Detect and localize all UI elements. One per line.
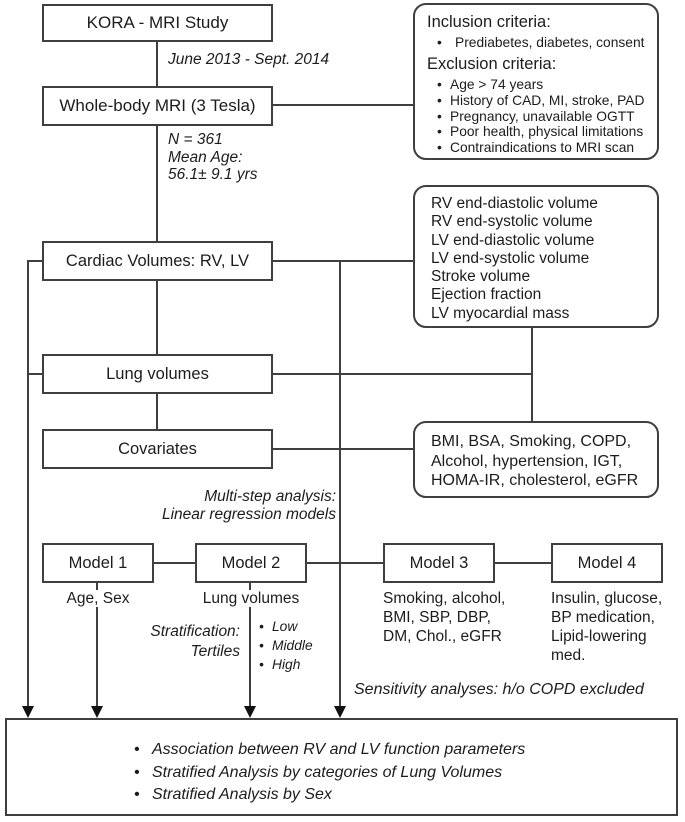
- cardiac-parameters-box: RV end-diastolic volume RV end-systolic …: [413, 185, 659, 328]
- center-trunk-line: [339, 260, 341, 707]
- model-2-variables-text: Lung volumes: [199, 590, 303, 607]
- model-4-variables-line: Insulin, glucose,: [551, 590, 663, 607]
- stratification-note: Stratification: Tertiles: [130, 622, 240, 662]
- tertile-item: Low: [257, 617, 313, 636]
- model-4-variables: Insulin, glucose, BP medication, Lipid-l…: [551, 589, 685, 665]
- exclusion-item: Pregnancy, unavailable OGTT: [435, 109, 649, 125]
- model-2-box: Model 2: [195, 543, 307, 583]
- covariates-list-box: BMI, BSA, Smoking, COPD, Alcohol, hypert…: [413, 421, 659, 498]
- outcome-item: Stratified Analysis by Sex: [130, 784, 676, 807]
- exclusion-item: Poor health, physical limitations: [435, 124, 649, 140]
- outcome-item: Association between RV and LV function p…: [130, 739, 676, 762]
- connector-model2-model3: [307, 562, 384, 564]
- lung-volumes-label: Lung volumes: [106, 364, 209, 383]
- cardiac-parameter: LV myocardial mass: [431, 304, 570, 322]
- model1-down-line: [96, 582, 98, 707]
- model-4-label: Model 4: [577, 553, 637, 572]
- arrow-down-icon: [244, 706, 256, 718]
- model-2-label: Model 2: [221, 553, 281, 572]
- connector-cardiac-to-lung: [156, 280, 158, 355]
- inclusion-item: Prediabetes, diabetes, consent: [435, 35, 649, 51]
- model-3-box: Model 3: [383, 543, 495, 583]
- connector-lung-to-right: [272, 373, 533, 375]
- inclusion-header: Inclusion criteria:: [427, 13, 551, 31]
- model-1-label: Model 1: [68, 553, 128, 572]
- cardiac-parameter: RV end-diastolic volume: [431, 195, 598, 212]
- connector-params-to-covariates-list: [531, 327, 533, 422]
- tertiles-list: Low Middle High: [257, 617, 313, 674]
- exclusion-item: Contraindications to MRI scan: [435, 140, 649, 156]
- cardiac-parameter: Ejection fraction: [431, 286, 542, 304]
- model-2-variables: Lung volumes: [195, 589, 307, 608]
- cardiac-parameter: RV end-systolic volume: [431, 213, 593, 231]
- model-3-variables: Smoking, alcohol, BMI, SBP, DBP, DM, Cho…: [383, 589, 505, 646]
- covariates-list-line: HOMA-IR, cholesterol, eGFR: [431, 472, 639, 489]
- model-1-variables-text: Age, Sex: [63, 590, 133, 607]
- analysis-note-line: Multi-step analysis:: [204, 488, 336, 505]
- outcome-item: Stratified Analysis by categories of Lun…: [130, 762, 676, 785]
- covariates-box: Covariates: [42, 429, 273, 469]
- model-3-variables-line: BMI, SBP, DBP,: [383, 609, 491, 626]
- model-3-variables-line: DM, Chol., eGFR: [383, 628, 502, 645]
- connector-lung-to-covariates: [156, 393, 158, 430]
- exclusion-item: Age > 74 years: [435, 77, 649, 93]
- sample-size-line: N = 361: [168, 131, 223, 148]
- kora-study-box: KORA - MRI Study: [42, 4, 273, 42]
- sensitivity-note: Sensitivity analyses: h/o COPD excluded: [354, 681, 644, 698]
- criteria-box: Inclusion criteria: Prediabetes, diabete…: [413, 3, 659, 160]
- tertile-item: High: [257, 655, 313, 674]
- outcome-box: Association between RV and LV function p…: [5, 718, 678, 816]
- sample-size-line: Mean Age:: [168, 148, 243, 166]
- stratification-line: Tertiles: [190, 643, 240, 660]
- cardiac-parameter: Stroke volume: [431, 268, 531, 286]
- model-1-variables: Age, Sex: [42, 589, 154, 608]
- connector-model1-model2: [154, 562, 196, 564]
- model-4-box: Model 4: [551, 543, 663, 583]
- left-trunk-line: [27, 260, 29, 707]
- tertile-item: Middle: [257, 636, 313, 655]
- connector-kora-to-mri: [156, 41, 158, 87]
- arrow-down-icon: [22, 706, 34, 718]
- cardiac-volumes-box: Cardiac Volumes: RV, LV: [42, 241, 273, 281]
- whole-body-mri-label: Whole-body MRI (3 Tesla): [59, 96, 256, 115]
- sample-size-line: 56.1± 9.1 yrs: [168, 166, 258, 183]
- covariates-list-line: BMI, BSA, Smoking, COPD,: [431, 433, 632, 450]
- cardiac-parameter: LV end-diastolic volume: [431, 231, 595, 249]
- covariates-label: Covariates: [118, 439, 197, 458]
- stub-trunk-to-cardiac: [27, 260, 43, 262]
- exclusion-item: History of CAD, MI, stroke, PAD: [435, 93, 649, 109]
- connector-model3-model4: [495, 562, 551, 564]
- model-3-variables-line: Smoking, alcohol,: [383, 590, 506, 607]
- model-4-variables-line: Lipid-lowering med.: [551, 628, 647, 664]
- study-period-note: June 2013 - Sept. 2014: [168, 51, 330, 68]
- covariates-list-line: Alcohol, hypertension, IGT,: [431, 452, 623, 470]
- cardiac-volumes-label: Cardiac Volumes: RV, LV: [65, 251, 250, 270]
- model-4-variables-line: BP medication,: [551, 609, 655, 626]
- analysis-note-line: Linear regression models: [161, 506, 336, 523]
- arrow-down-icon: [91, 706, 103, 718]
- whole-body-mri-box: Whole-body MRI (3 Tesla): [42, 86, 273, 126]
- stub-trunk-to-lung: [27, 373, 43, 375]
- stratification-line: Stratification:: [150, 623, 240, 640]
- connector-covariates-to-list: [272, 448, 414, 450]
- model2-down-line: [249, 582, 251, 707]
- exclusion-header: Exclusion criteria:: [427, 55, 557, 74]
- connector-mri-to-criteria: [272, 104, 414, 106]
- connector-cardiac-to-params: [272, 260, 414, 262]
- sample-size-note: N = 361 Mean Age: 56.1± 9.1 yrs: [168, 131, 258, 184]
- model-3-label: Model 3: [409, 553, 469, 572]
- kora-study-label: KORA - MRI Study: [86, 13, 229, 32]
- model-1-box: Model 1: [42, 543, 154, 583]
- cardiac-parameter: LV end-systolic volume: [431, 249, 590, 267]
- lung-volumes-box: Lung volumes: [42, 354, 273, 394]
- connector-mri-to-cardiac: [156, 125, 158, 242]
- analysis-note: Multi-step analysis: Linear regression m…: [140, 488, 336, 524]
- arrow-down-icon: [334, 706, 346, 718]
